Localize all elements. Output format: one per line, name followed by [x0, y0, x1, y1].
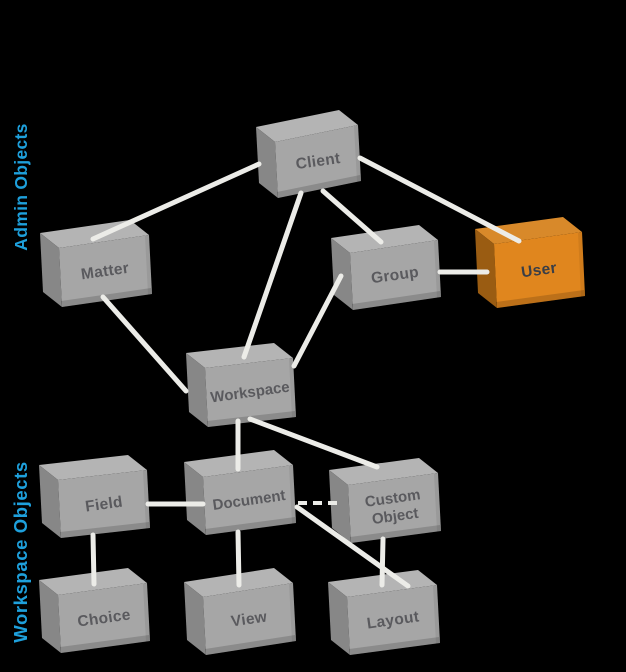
layout-front-face: [347, 585, 440, 655]
group-front-face: [350, 240, 441, 310]
document-front-face: [203, 465, 296, 535]
group-right-shade: [434, 240, 441, 298]
workspace-left-face: [186, 353, 208, 427]
document-left-face: [184, 462, 206, 535]
connector-client-group: [320, 188, 384, 245]
connector-workspace-custom-object: [247, 416, 380, 470]
layout-right-shade: [433, 585, 440, 644]
layout-bottom-shade: [349, 637, 440, 655]
client-left-face: [256, 127, 278, 198]
view-front-face: [203, 583, 296, 655]
connector-matter-client: [90, 161, 262, 242]
custom-object-right-shade: [434, 473, 441, 532]
box-custom-object: Custom Object: [329, 458, 441, 543]
box-field-label: Field: [84, 493, 124, 515]
field-top-face: [39, 455, 147, 480]
user-bottom-shade: [496, 290, 585, 308]
custom-object-bottom-shade: [350, 525, 441, 543]
choice-front-face: [58, 583, 150, 653]
layout-left-face: [328, 582, 350, 655]
user-right-shade: [578, 232, 585, 297]
box-custom-object-label-line2: Object: [371, 505, 420, 528]
admin-objects-label: Admin Objects: [11, 123, 31, 250]
view-left-face: [184, 582, 206, 655]
box-group: Group: [331, 225, 441, 310]
workspace-top-face: [186, 343, 293, 368]
matter-front-face: [59, 235, 152, 307]
group-top-face: [331, 225, 438, 253]
connectors: [90, 155, 522, 589]
connector-document-layout: [294, 504, 411, 589]
user-top-face: [475, 217, 582, 244]
user-left-face: [475, 229, 497, 308]
boxes: Client Matter Group User: [39, 110, 585, 655]
connector-custom-object-layout: [379, 536, 386, 588]
choice-bottom-shade: [60, 635, 150, 653]
box-view-label: View: [230, 608, 269, 630]
field-left-face: [39, 465, 61, 538]
custom-object-top-face: [329, 458, 438, 485]
field-bottom-shade: [60, 522, 150, 538]
box-workspace: Workspace: [186, 343, 296, 427]
workspace-front-face: [205, 358, 296, 427]
box-user: User: [475, 217, 585, 308]
workspace-right-shade: [289, 358, 296, 418]
box-client-label: Client: [295, 150, 342, 173]
box-choice: Choice: [39, 568, 150, 653]
connector-field-choice: [90, 532, 97, 587]
user-front-face: [494, 232, 585, 308]
client-bottom-shade: [277, 175, 361, 198]
box-client: Client: [256, 110, 361, 198]
field-front-face: [58, 470, 150, 538]
view-bottom-shade: [205, 635, 296, 655]
box-matter-label: Matter: [80, 260, 130, 284]
box-group-label: Group: [370, 264, 420, 288]
custom-object-front-face: [348, 473, 441, 543]
box-matter: Matter: [40, 220, 152, 307]
choice-left-face: [39, 580, 61, 653]
client-front-face: [275, 125, 361, 198]
field-right-shade: [143, 470, 150, 529]
connector-client-workspace: [241, 190, 304, 360]
connector-group-workspace: [291, 273, 344, 369]
client-right-shade: [354, 125, 361, 182]
client-top-face: [256, 110, 358, 142]
matter-left-face: [40, 233, 62, 307]
connector-client-user: [357, 155, 522, 244]
choice-right-shade: [143, 583, 150, 642]
matter-right-shade: [145, 235, 152, 295]
view-right-shade: [289, 583, 296, 642]
document-right-shade: [289, 465, 296, 524]
connector-matter-workspace: [100, 294, 189, 394]
connector-document-view: [235, 529, 242, 588]
box-field: Field: [39, 455, 150, 538]
document-bottom-shade: [205, 517, 296, 535]
workspace-objects-label: Workspace Objects: [10, 461, 31, 643]
box-user-label: User: [520, 260, 558, 282]
box-layout: Layout: [328, 570, 440, 655]
group-bottom-shade: [352, 291, 441, 310]
custom-object-left-face: [329, 470, 351, 543]
